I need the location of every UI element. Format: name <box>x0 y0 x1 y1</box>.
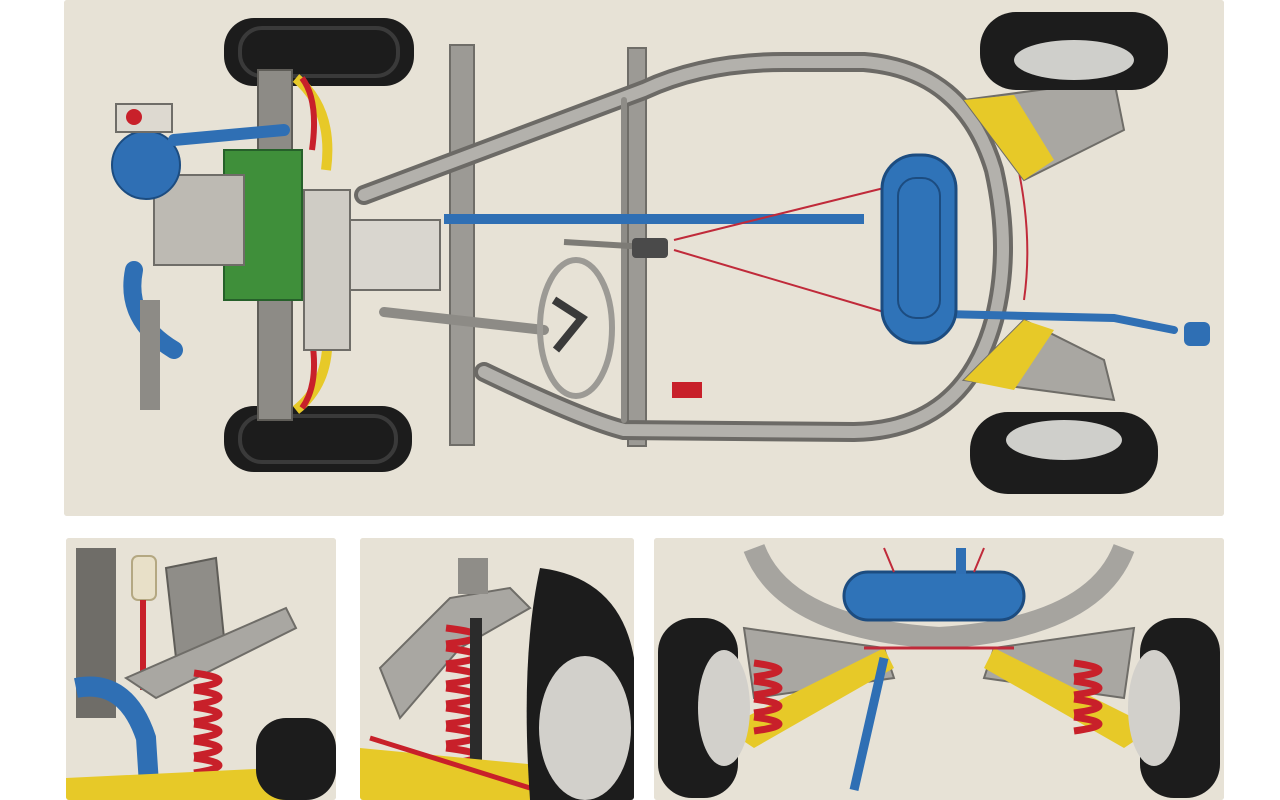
steering-wheel <box>537 257 615 399</box>
fuel-tank <box>842 570 1026 622</box>
right-yellow-arm <box>984 648 1154 748</box>
handbrake-red-part <box>672 382 702 398</box>
steering <box>379 238 702 399</box>
left-coil-spring <box>753 659 783 735</box>
rear-left-wheel <box>980 12 1168 90</box>
left-yellow-arm <box>724 648 894 748</box>
carburettor <box>115 103 173 133</box>
rear-suspension-arms <box>961 78 1126 402</box>
chassis-top-view-illustration <box>64 0 1224 516</box>
gear-lever-base <box>632 238 668 258</box>
exhaust-pipe <box>940 310 1178 334</box>
brake-line <box>140 600 146 690</box>
front-suspension-drawing <box>66 538 336 800</box>
front-right-wheel <box>224 406 412 472</box>
frame-curve <box>743 543 1135 650</box>
right-coil-spring <box>1073 659 1103 735</box>
chassis-drawing <box>64 0 1224 516</box>
shock-absorber <box>470 618 482 778</box>
cables <box>883 547 985 573</box>
rear-axle-detail <box>654 538 1224 800</box>
fuel-tank <box>880 153 958 345</box>
intake-pipe <box>168 124 290 146</box>
lower-arm <box>66 768 286 800</box>
steering-column <box>379 307 549 335</box>
upper-arm <box>123 606 298 700</box>
front-left-wheel <box>224 18 414 86</box>
suspension-arm-detail <box>360 538 634 800</box>
upper-mount <box>378 586 532 720</box>
tubular-frame <box>354 52 1013 442</box>
exhaust-bracket <box>140 300 160 410</box>
fuel-pipe <box>956 548 966 574</box>
exhaust-end <box>1184 322 1210 346</box>
wheel <box>256 718 336 800</box>
coil-spring <box>193 669 223 777</box>
rear-right-wheel <box>970 412 1158 494</box>
suspension-arm-drawing <box>360 538 634 800</box>
front-cross-member <box>449 44 475 446</box>
fuel-tank-rib <box>897 177 941 319</box>
drive-shaft <box>444 214 864 224</box>
fluid-reservoir <box>131 555 157 601</box>
front-suspension-detail <box>66 538 336 800</box>
wheel-rim <box>539 656 631 800</box>
blue-tube <box>74 676 160 800</box>
gearbox <box>303 189 441 351</box>
engine <box>111 103 303 410</box>
exhaust-manifold <box>123 261 183 359</box>
track-rod <box>369 735 531 791</box>
exhaust-tube <box>849 657 889 791</box>
top-bracket <box>458 558 488 594</box>
rear-axle-drawing <box>654 538 1224 800</box>
